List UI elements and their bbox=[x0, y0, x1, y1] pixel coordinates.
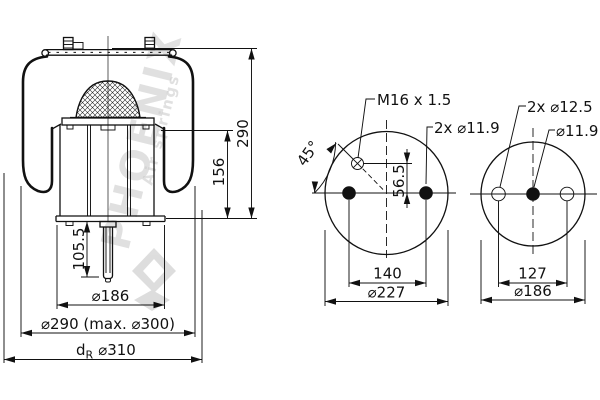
stud-hole-right bbox=[419, 186, 433, 200]
outer-hole-right bbox=[559, 186, 575, 202]
dim-rim-diameter-group: dR⌀310 bbox=[3, 173, 203, 363]
air-port-symbol bbox=[351, 157, 364, 170]
side-view: 290 156 105.5 ⌀186 ⌀290 (max. ⌀300) bbox=[3, 36, 257, 363]
dim-bellows-diameter-group: ⌀290 (max. ⌀300) bbox=[20, 186, 196, 337]
label-stud-holes: 2x ⌀11.9 bbox=[434, 119, 500, 137]
piston bbox=[59, 117, 155, 216]
port-angle-group: 45° bbox=[293, 137, 384, 194]
dim-piston-hole-spacing: 127 bbox=[518, 265, 547, 283]
center-stud bbox=[99, 220, 117, 283]
label-port-angle: 45° bbox=[293, 137, 323, 169]
mounting-stud-right bbox=[144, 36, 156, 51]
dim-piston-plate-diameter: ⌀186 bbox=[514, 282, 552, 300]
dim-bellows-diameter: ⌀290 (max. ⌀300) bbox=[41, 315, 175, 333]
center-hole-label-group: ⌀11.9 bbox=[533, 122, 598, 188]
label-outer-holes: 2x ⌀12.5 bbox=[527, 98, 593, 116]
outer-hole-left bbox=[491, 186, 506, 202]
watermark-logo-diamonds bbox=[132, 248, 176, 311]
dim-piston-hole-spacing-group: 127 bbox=[498, 201, 568, 287]
dim-stud-spacing-group: 140 bbox=[348, 200, 427, 287]
center-hole bbox=[526, 187, 540, 201]
dim-stud-length: 105.5 bbox=[70, 228, 88, 271]
dim-piston-height-group: 156 bbox=[161, 130, 233, 219]
label-air-port: M16 x 1.5 bbox=[377, 91, 451, 109]
dim-piston-diameter: ⌀186 bbox=[92, 287, 130, 305]
dim-port-offset-group: 56.5 bbox=[390, 149, 411, 208]
dim-piston-plate-diameter-group: ⌀186 bbox=[480, 240, 586, 304]
stud-holes-label-group: 2x ⌀11.9 bbox=[425, 119, 500, 185]
dim-port-offset: 56.5 bbox=[390, 164, 408, 197]
air-port-label-group: M16 x 1.5 bbox=[357, 91, 451, 159]
dim-stud-spacing: 140 bbox=[373, 265, 402, 283]
air-fitting-tab bbox=[72, 42, 84, 50]
stud-hole-left bbox=[342, 186, 356, 200]
outer-holes-label-group: 2x ⌀12.5 bbox=[499, 98, 593, 188]
mounting-stud-left bbox=[62, 36, 84, 51]
dim-overall-height-group: 290 bbox=[112, 48, 257, 219]
dim-piston-diameter-group: ⌀186 bbox=[56, 225, 165, 309]
dim-top-plate-diameter-group: ⌀227 bbox=[324, 230, 449, 306]
bellows-outline bbox=[21, 55, 195, 194]
plan-view: 45° 56.5 M16 x 1.5 2x ⌀11.9 140 bbox=[293, 91, 500, 306]
dim-overall-height: 290 bbox=[234, 119, 252, 148]
dim-piston-height: 156 bbox=[210, 158, 228, 187]
dim-rim-diameter: dR⌀310 bbox=[76, 341, 136, 362]
piston-view: 2x ⌀12.5 ⌀11.9 127 ⌀186 bbox=[470, 98, 598, 304]
label-center-hole: ⌀11.9 bbox=[556, 122, 598, 140]
dim-top-plate-diameter: ⌀227 bbox=[368, 284, 406, 302]
dim-stud-length-group: 105.5 bbox=[70, 221, 99, 278]
